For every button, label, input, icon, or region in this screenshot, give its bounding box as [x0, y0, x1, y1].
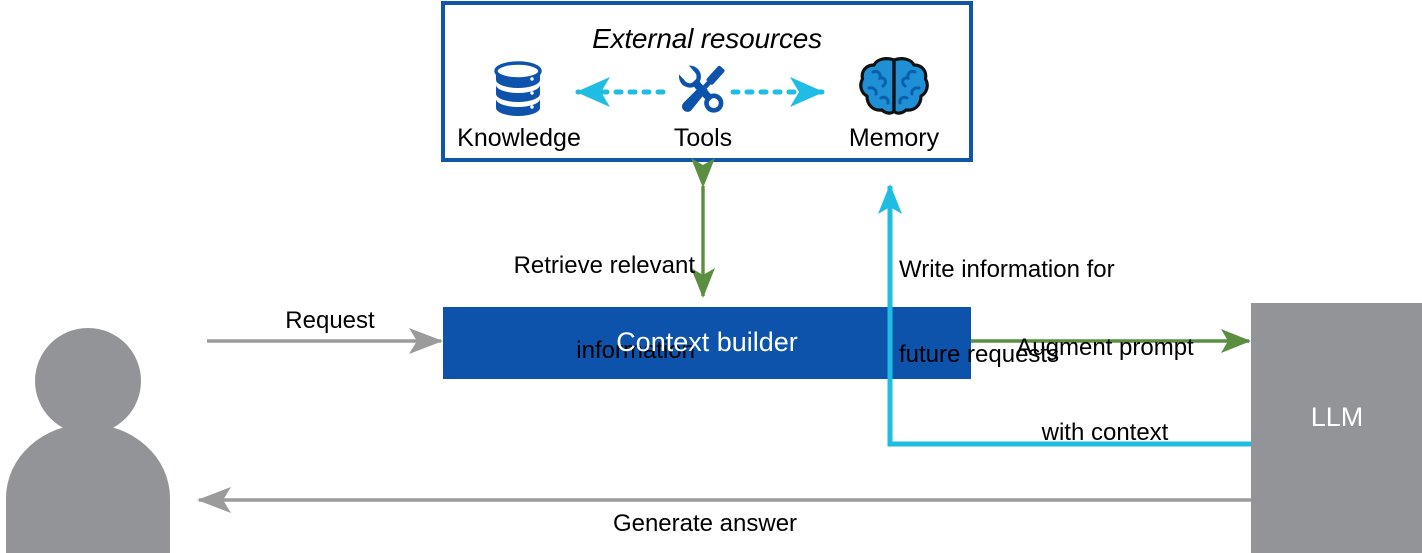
resource-label-knowledge: Knowledge — [457, 124, 581, 152]
context-builder-label: Context builder — [616, 327, 798, 357]
edge-label-write-line1: Write information for — [899, 255, 1115, 283]
edge-label-generate-answer: Generate answer — [612, 510, 798, 537]
brain-icon — [859, 57, 929, 115]
edge-label-augment: Augment prompt with context — [985, 277, 1225, 504]
llm-box[interactable] — [1251, 303, 1422, 553]
edge-write — [878, 184, 1251, 447]
context-builder-box[interactable] — [443, 307, 971, 379]
edge-label-retrieve-line2: information — [576, 336, 695, 364]
database-icon — [494, 61, 542, 116]
edge-label-retrieve-line1: Retrieve relevant — [513, 251, 695, 279]
edge-label-write: Write information for future requests — [899, 199, 1199, 426]
edge-label-write-line2: future requests — [899, 340, 1060, 368]
resource-label-tools: Tools — [673, 124, 733, 152]
resource-label-memory: Memory — [848, 124, 940, 152]
edge-label-retrieve: Retrieve relevant information — [420, 195, 695, 422]
edge-label-augment-line1: Augment prompt — [1016, 333, 1194, 361]
llm-label: LLM — [1310, 402, 1364, 432]
tools-icon — [677, 64, 725, 113]
user-avatar-icon — [6, 328, 170, 553]
edge-label-request: Request — [285, 307, 375, 334]
external-resources-title: External resources — [592, 23, 822, 54]
edge-label-augment-line2: with context — [1041, 418, 1169, 446]
